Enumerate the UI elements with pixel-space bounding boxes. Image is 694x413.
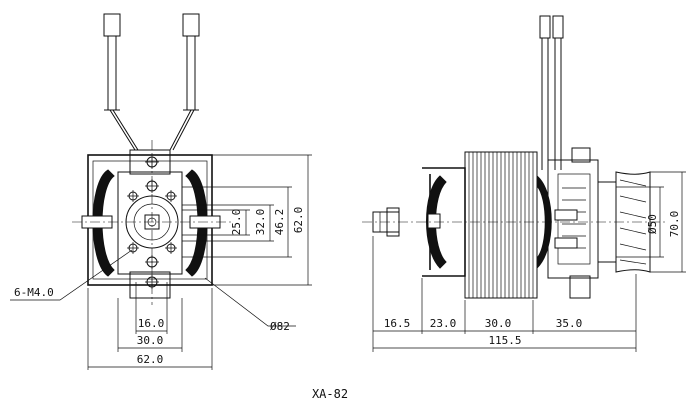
hole-leader: [10, 249, 133, 301]
front-coil-left: [92, 169, 115, 277]
diameter-leader: [204, 277, 296, 327]
drawing-title: XA-82: [312, 387, 348, 401]
dim-46-2: 46.2: [273, 209, 286, 236]
dim-16-0: 16.0: [138, 317, 165, 330]
dim-diameter-50: Ø50: [646, 214, 659, 234]
side-lead-wires: [539, 15, 564, 170]
side-view: Ø50 70.0 16.5 23.0 30.0 35.0 115.5: [362, 15, 686, 352]
dim-23-0: 23.0: [430, 317, 457, 330]
front-horizontal-dimensions: [87, 282, 213, 370]
side-vertical-dimensions: [616, 171, 686, 273]
hole-callout: 6-M4.0: [14, 286, 54, 299]
dim-62-0-vertical: 62.0: [292, 207, 305, 234]
dim-115-5: 115.5: [488, 334, 521, 347]
diameter-callout: Ø82: [270, 320, 290, 333]
dim-35-0: 35.0: [556, 317, 583, 330]
dim-16-5: 16.5: [384, 317, 411, 330]
side-stator-stack: [464, 151, 538, 299]
dim-32-0: 32.0: [254, 209, 267, 236]
side-horizontal-dimensions: [372, 236, 637, 352]
dim-70-0: 70.0: [668, 211, 681, 238]
dim-30-0-front: 30.0: [137, 334, 164, 347]
front-view: 25.0 32.0 46.2 62.0 16.0 30.0 62.0 6-M4.…: [10, 13, 312, 370]
front-lead-wires: [103, 13, 200, 151]
front-coil-right: [185, 169, 208, 277]
dim-62-0-horizontal: 62.0: [137, 353, 164, 366]
front-vertical-dimensions: [182, 154, 312, 286]
dim-30-0-side: 30.0: [485, 317, 512, 330]
front-centre-plate: [117, 171, 183, 275]
dim-25-0: 25.0: [230, 209, 243, 236]
